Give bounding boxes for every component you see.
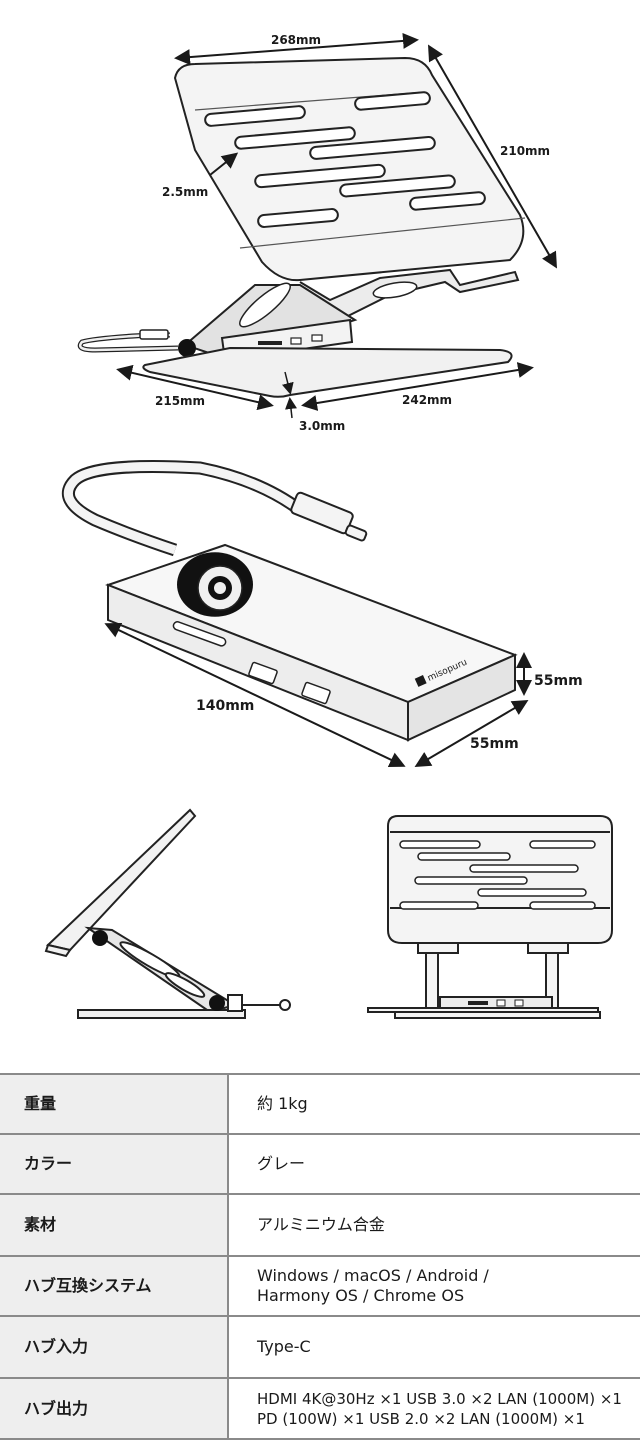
spec-value: Windows / macOS / Android / Harmony OS /… (228, 1255, 640, 1316)
spec-label: ハブ互換システム (0, 1255, 229, 1316)
spec-value: 約 1kg (228, 1073, 640, 1134)
stand-isometric-drawing: 268mm 210mm 2.5mm 215mm 242mm 3.0mm (77, 32, 557, 433)
dim-base-right: 242mm (402, 393, 452, 407)
spec-value-line: Windows / macOS / Android / (257, 1266, 489, 1285)
hub-isometric-drawing: misopuru 140mm 55mm 55mm (61, 460, 583, 768)
spec-row: カラー グレー (0, 1133, 640, 1194)
dim-width-top: 268mm (271, 33, 321, 47)
dim-thickness: 2.5mm (162, 185, 208, 199)
dim-hub-length: 140mm (196, 698, 254, 714)
spec-label: 素材 (0, 1193, 229, 1256)
spec-row: 重量 約 1kg (0, 1073, 640, 1134)
spec-label: 重量 (0, 1073, 229, 1134)
spec-label: ハブ出力 (0, 1377, 229, 1440)
dim-hub-width: 55mm (470, 736, 519, 752)
spec-value: グレー (228, 1133, 640, 1194)
spec-value-line: PD (100W) ×1 USB 2.0 ×2 LAN (1000M) ×1 (257, 1409, 585, 1428)
spec-label: ハブ入力 (0, 1315, 229, 1378)
stand-isometric-figure: 268mm 210mm 2.5mm 215mm 242mm 3.0mm (0, 0, 640, 440)
spec-value: Type-C (228, 1315, 640, 1378)
spec-row: ハブ出力 HDMI 4K@30Hz ×1 USB 3.0 ×2 LAN (100… (0, 1377, 640, 1440)
spec-value: HDMI 4K@30Hz ×1 USB 3.0 ×2 LAN (1000M) ×… (228, 1377, 640, 1440)
spec-value-line: Harmony OS / Chrome OS (257, 1286, 465, 1305)
spec-value: アルミニウム合金 (228, 1193, 640, 1256)
spec-row: 素材 アルミニウム合金 (0, 1193, 640, 1256)
dim-base-thickness: 3.0mm (299, 419, 345, 433)
dim-base-left: 215mm (155, 394, 205, 408)
spec-row: ハブ互換システム Windows / macOS / Android / Har… (0, 1255, 640, 1316)
front-view (367, 815, 613, 1019)
spec-table: 重量 約 1kg カラー グレー 素材 アルミニウム合金 ハブ互換システム Wi… (0, 1073, 640, 1440)
dim-depth: 210mm (500, 144, 550, 158)
spec-value-line: HDMI 4K@30Hz ×1 USB 3.0 ×2 LAN (1000M) ×… (257, 1389, 622, 1408)
side-view (44, 808, 291, 1019)
stand-views-figure (0, 800, 640, 1040)
hub-isometric-figure: misopuru 140mm 55mm 55mm (0, 440, 640, 780)
dim-hub-height: 55mm (534, 673, 583, 689)
stand-views-drawing (44, 808, 613, 1019)
spec-label: カラー (0, 1133, 229, 1194)
spec-row: ハブ入力 Type-C (0, 1315, 640, 1378)
